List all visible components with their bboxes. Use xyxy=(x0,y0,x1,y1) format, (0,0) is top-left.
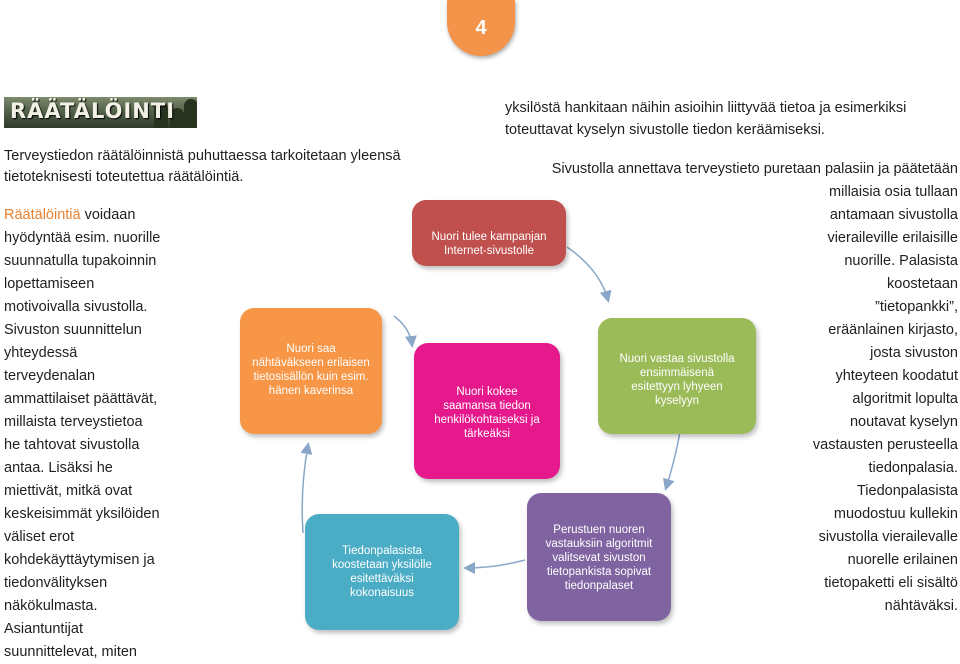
diagram-step-label: Nuori tulee kampanjan Internet-sivustoll… xyxy=(431,231,547,257)
cycle-arrow xyxy=(300,442,313,534)
raatalointi-logo: RÄÄTÄLÖINTI xyxy=(4,97,197,128)
diagram-step-box: Tiedonpalasista koostetaan yksilölle esi… xyxy=(305,514,459,630)
page-number-badge: 4 xyxy=(447,0,515,56)
left-column-line: suunnittelevat, miten xyxy=(4,644,137,660)
left-column-line: lopettamiseen xyxy=(4,276,95,292)
cycle-arrow xyxy=(663,431,681,491)
left-column-line: terveydenalan xyxy=(4,368,96,384)
accent-word: Räätälöintiä xyxy=(4,207,81,223)
right-column-line: nuorille. Palasista xyxy=(844,253,958,269)
right-column-line: millaisia osia tullaan xyxy=(829,184,958,200)
right-column-line: tiedonpalasia. xyxy=(868,460,959,476)
right-column-line: algoritmit lopulta xyxy=(852,391,958,407)
left-column-line: Asiantuntijat xyxy=(4,621,83,637)
left-column-line: näkökulmasta. xyxy=(4,598,98,614)
right-column-line: noutavat kyselyn xyxy=(849,414,958,430)
right-column-line: vastausten perusteella xyxy=(812,437,958,453)
right-top-line: toteuttavat kyselyn sivustolle tiedon ke… xyxy=(505,122,825,138)
right-column-line: vieraileville erilaisille xyxy=(827,230,958,246)
left-column-first-line: Räätälöintiä voidaan xyxy=(4,204,135,227)
diagram-step-label: Nuori saa nähtäväkseen erilaisen tietosi… xyxy=(252,343,370,397)
left-column-line: keskeisimmät yksilöiden xyxy=(4,506,160,522)
right-column-line: koostetaan xyxy=(887,276,958,292)
right-top-line: yksilöstä hankitaan näihin asioihin liit… xyxy=(505,100,907,116)
left-column-line: tiedonvälityksen xyxy=(4,575,108,591)
right-column-line: ”tietopankki”, xyxy=(874,299,958,315)
right-column-line: muodostuu kullekin xyxy=(833,506,958,522)
left-column-line: suunnatulla tupakoinnin xyxy=(4,253,157,269)
intro-line: tietoteknisesti toteutettua räätälöintiä… xyxy=(4,169,244,185)
left-column-line: ammattilaiset päättävät, xyxy=(4,391,158,407)
diagram-step-box: Nuori saa nähtäväkseen erilaisen tietosi… xyxy=(240,308,382,434)
first-line-rest: voidaan xyxy=(80,207,136,223)
right-column-line: tietopaketti eli sisältö xyxy=(824,575,958,591)
right-column-line: Sivustolla annettava terveystieto pureta… xyxy=(551,161,958,177)
right-column-line: yhteyteen koodatut xyxy=(835,368,958,384)
right-column-line: Tiedonpalasista xyxy=(856,483,958,499)
right-column-line: sivustolla vierailevalle xyxy=(818,529,958,545)
cycle-arrow xyxy=(463,559,526,574)
left-column-line: antaa. Lisäksi he xyxy=(4,460,113,476)
right-column-line: eräänlainen kirjasto, xyxy=(828,322,958,338)
left-column-line: kohdekäyttäytymisen ja xyxy=(4,552,155,568)
diagram-step-box: Nuori kokee saamansa tiedon henkilökohta… xyxy=(414,343,560,479)
diagram-step-box: Nuori vastaa sivustolla ensimmäisenä esi… xyxy=(598,318,756,434)
diagram-step-label: Tiedonpalasista koostetaan yksilölle esi… xyxy=(332,545,432,599)
right-column-line: josta sivuston xyxy=(870,345,958,361)
right-column-line: antamaan sivustolla xyxy=(829,207,958,223)
diagram-step-box: Nuori tulee kampanjan Internet-sivustoll… xyxy=(412,200,566,266)
left-column-line: miettivät, mitkä ovat xyxy=(4,483,133,499)
diagram-step-label: Nuori vastaa sivustolla ensimmäisenä esi… xyxy=(619,353,735,407)
left-column-line: he tahtovat sivustolla xyxy=(4,437,140,453)
cycle-arrow xyxy=(566,246,612,303)
right-column-line: nuorelle erilainen xyxy=(847,552,958,568)
page-number: 4 xyxy=(475,16,487,39)
left-column-line: millaista terveystietoa xyxy=(4,414,143,430)
diagram-step-label: Perustuen nuoren vastauksiin algoritmit … xyxy=(545,524,653,592)
left-column-line: yhteydessä xyxy=(4,345,78,361)
intro-line: Terveystiedon räätälöinnistä puhuttaessa… xyxy=(4,148,401,164)
cycle-arrow xyxy=(393,315,417,348)
left-column-line: Sivuston suunnittelun xyxy=(4,322,142,338)
left-column-line: motivoivalla sivustolla. xyxy=(4,299,148,315)
diagram-step-box: Perustuen nuoren vastauksiin algoritmit … xyxy=(527,493,671,621)
logo-text: RÄÄTÄLÖINTI xyxy=(10,99,176,123)
left-column-line: hyödyntää esim. nuorille xyxy=(4,230,161,246)
right-column-line: nähtäväksi. xyxy=(884,598,958,614)
left-column-line: väliset erot xyxy=(4,529,75,545)
diagram-step-label: Nuori kokee saamansa tiedon henkilökohta… xyxy=(434,386,540,440)
